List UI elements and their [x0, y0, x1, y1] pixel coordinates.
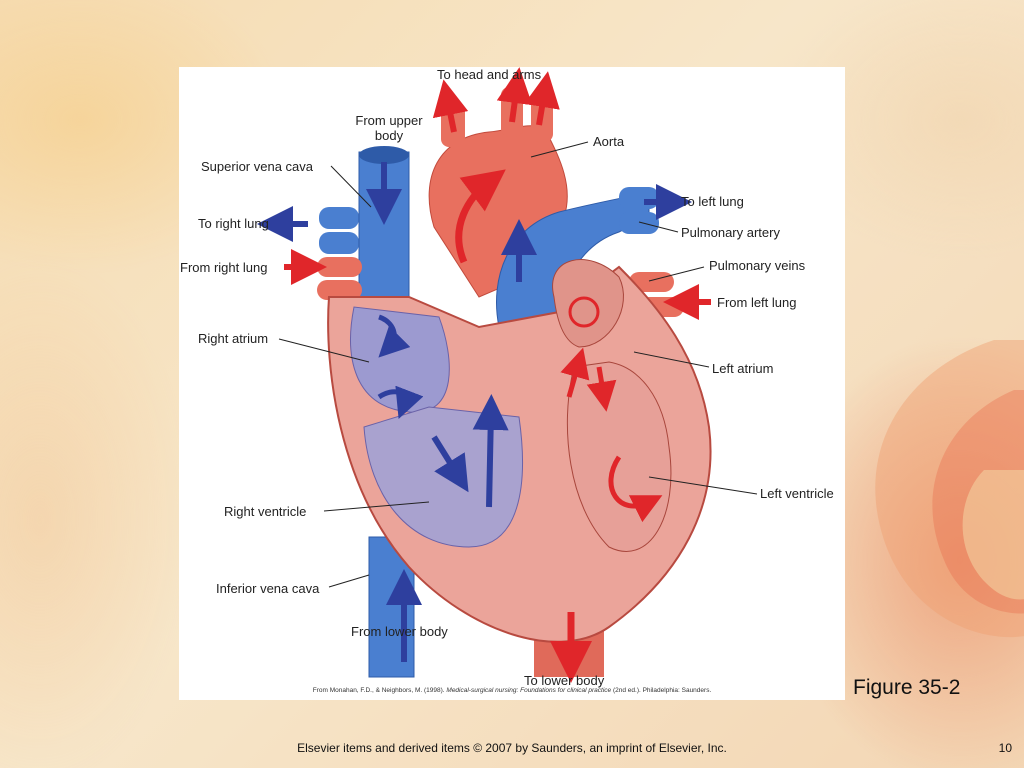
label-to-lower-body: To lower body — [524, 673, 605, 688]
label-aorta: Aorta — [593, 134, 625, 149]
label-right-atrium: Right atrium — [198, 331, 269, 346]
label-from-left-lung: From left lung — [717, 295, 797, 310]
label-inferior-vena-cava: Inferior vena cava — [216, 581, 320, 596]
decorative-swirl — [875, 340, 1024, 638]
label-pulmonary-veins: Pulmonary veins — [709, 258, 806, 273]
heart-illustration — [257, 67, 758, 683]
slide-footer: Elsevier items and derived items © 2007 … — [0, 741, 1024, 761]
figure-credit: From Monahan, F.D., & Neighbors, M. (199… — [312, 687, 712, 694]
label-left-atrium: Left atrium — [712, 361, 774, 376]
figure-caption: Figure 35-2 — [853, 676, 961, 699]
label-to-right-lung: To right lung — [198, 216, 269, 231]
heart-diagram: To head and arms From upper body Aorta S… — [179, 67, 845, 700]
label-from-upper-body-1: From upper — [355, 113, 423, 128]
label-from-right-lung: From right lung — [180, 260, 268, 275]
left-atrium-chamber — [552, 259, 624, 348]
label-superior-vena-cava: Superior vena cava — [201, 159, 314, 174]
label-to-left-lung: To left lung — [681, 194, 744, 209]
label-pulmonary-artery: Pulmonary artery — [681, 225, 780, 240]
label-to-head-and-arms: To head and arms — [437, 67, 542, 82]
label-from-upper-body-2: body — [374, 128, 404, 143]
copyright-text: Elsevier items and derived items © 2007 … — [297, 741, 727, 755]
label-left-ventricle: Left ventricle — [760, 486, 834, 501]
label-right-ventricle: Right ventricle — [224, 504, 307, 519]
label-from-lower-body: From lower body — [351, 624, 448, 639]
page-number: 10 — [998, 741, 1012, 755]
